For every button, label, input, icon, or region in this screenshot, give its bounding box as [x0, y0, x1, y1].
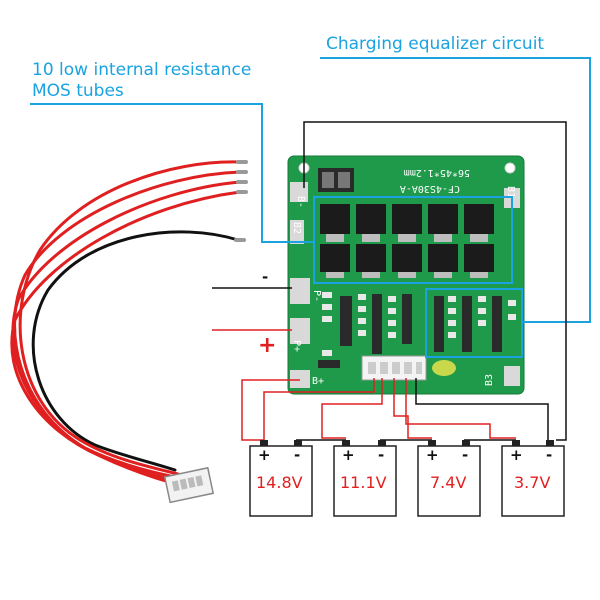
battery-cells: + - 14.8V + - 11.1V + - 7.4V + - 3.7V	[249, 440, 565, 517]
equalizer-callout-text: Charging equalizer circuit	[326, 34, 545, 54]
harness-black-wire	[31, 230, 240, 472]
pad-p-plus	[290, 318, 310, 344]
equalizer-components	[318, 292, 516, 368]
battery-2-plus: +	[342, 446, 355, 464]
pad-label-p-plus: P+	[291, 340, 302, 352]
pcb-board: CF-4S30A-A 56*45*1.2mm B- B2 P- P+ B+ B1…	[287, 155, 525, 395]
battery-1-plus: +	[258, 446, 271, 464]
battery-2-voltage: 11.1V	[340, 473, 387, 492]
harness-red-wire-2	[13, 170, 242, 480]
battery-1-voltage: 14.8V	[256, 473, 303, 492]
output-leads: - +	[212, 268, 292, 358]
pad-b-plus	[290, 370, 310, 388]
pad-b3	[504, 366, 520, 386]
board-size-text: 56*45*1.2mm	[404, 167, 470, 178]
battery-1-minus: -	[294, 446, 300, 464]
balance-wire-5	[415, 378, 549, 440]
mos-tubes-callout: 10 low internal resistance MOS tubes	[32, 60, 272, 102]
board-model-text: CF-4S30A-A	[400, 183, 460, 194]
harness-red-wire-4	[10, 190, 242, 488]
pad-b2	[290, 220, 304, 244]
positive-terminal-symbol: +	[258, 333, 276, 358]
pad-label-b2: B2	[291, 222, 302, 234]
battery-wiring	[241, 121, 567, 441]
pad-label-b-plus: B+	[312, 376, 324, 387]
battery-2: + - 11.1V	[333, 440, 397, 517]
pad-p-minus	[290, 278, 310, 304]
pcb-connector	[361, 355, 427, 381]
battery-1: + - 14.8V	[249, 440, 313, 517]
balance-wire-4	[405, 378, 516, 439]
equalizer-callout: Charging equalizer circuit	[326, 34, 596, 55]
highlight-overlays	[30, 57, 591, 358]
pad-label-p-minus: P-	[311, 290, 322, 302]
battery-4: + - 3.7V	[501, 440, 565, 517]
battery-3-voltage: 7.4V	[430, 473, 466, 492]
equalizer-callout-line	[320, 57, 591, 323]
mos-tubes	[320, 204, 494, 272]
battery-4-minus: -	[546, 446, 552, 464]
balance-wire-2	[321, 378, 383, 439]
brand-logo	[432, 360, 456, 376]
pad-label-b3: B3	[484, 374, 495, 386]
balance-wire-3	[393, 378, 432, 439]
harness-connector	[163, 466, 215, 504]
b-plus-wire	[241, 379, 300, 441]
harness-red-wire-1	[18, 160, 242, 476]
balance-wire-1	[263, 378, 375, 440]
pad-label-b-minus: B-	[295, 196, 306, 208]
mos-callout-line	[30, 103, 314, 243]
battery-3: + - 7.4V	[417, 440, 481, 517]
battery-3-plus: +	[426, 446, 439, 464]
negative-terminal-symbol: -	[262, 268, 268, 286]
harness-red-wire-3	[11, 180, 242, 484]
battery-3-minus: -	[462, 446, 468, 464]
mos-highlight-box	[313, 196, 513, 284]
wire-harness	[10, 160, 248, 488]
mos-tubes-callout-text: 10 low internal resistance MOS tubes	[32, 60, 252, 101]
battery-2-minus: -	[378, 446, 384, 464]
battery-4-voltage: 3.7V	[514, 473, 550, 492]
pad-label-b1: B1	[505, 186, 516, 198]
battery-4-plus: +	[510, 446, 523, 464]
b-minus-wire	[303, 121, 567, 441]
